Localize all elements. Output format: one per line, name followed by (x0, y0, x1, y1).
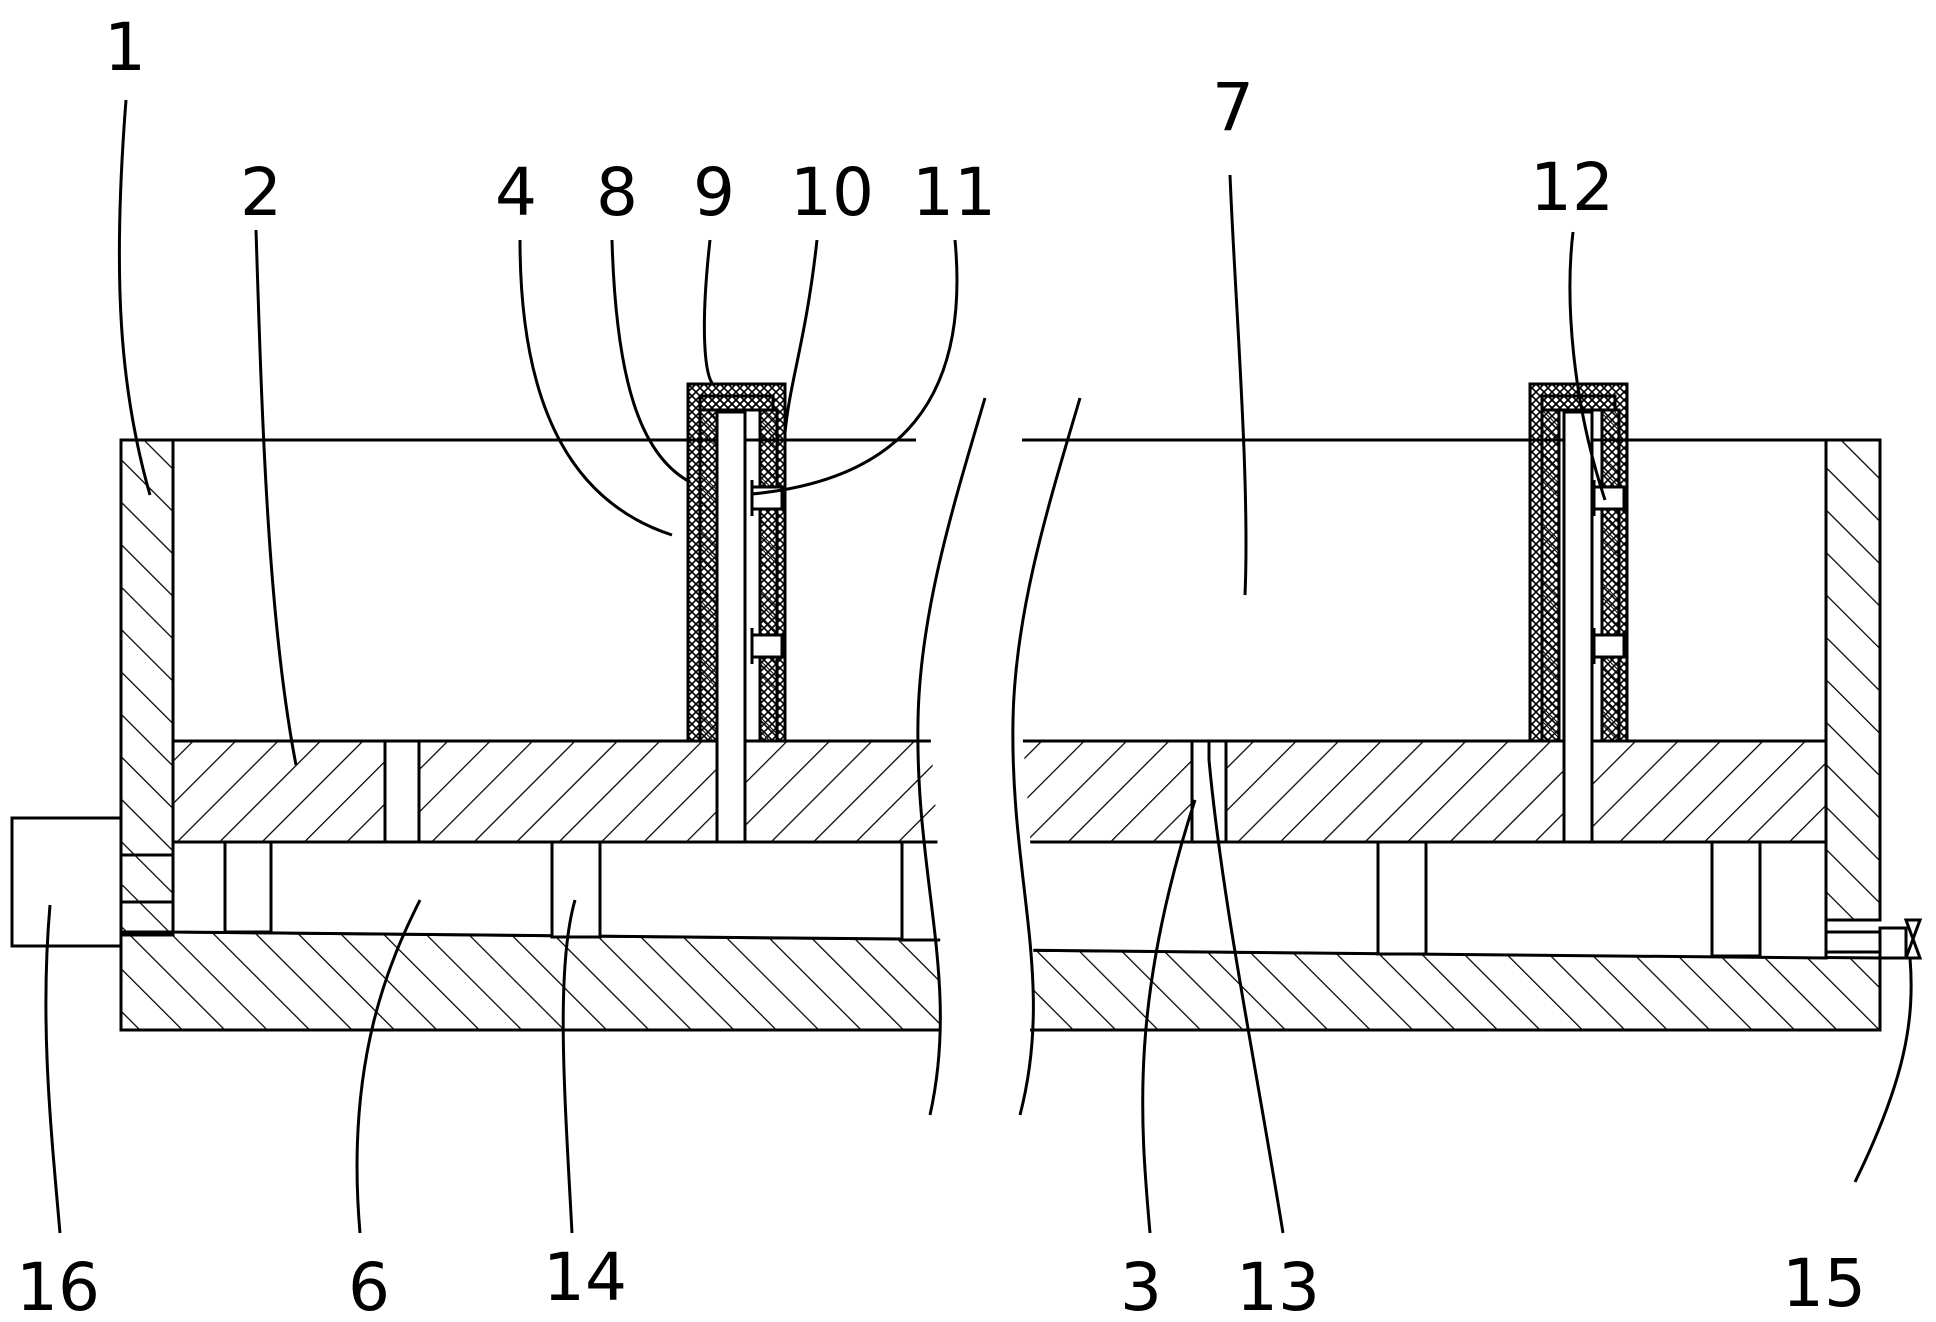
label-10: 10 (790, 154, 874, 231)
label-4: 4 (495, 154, 537, 231)
label-12: 12 (1530, 149, 1614, 226)
label-16: 16 (16, 1249, 100, 1322)
break-line-right (1011, 397, 1082, 1116)
label-1: 1 (104, 9, 146, 86)
leader-lines (44, 99, 1913, 1234)
label-15: 15 (1782, 1245, 1866, 1322)
right-section (1014, 382, 1882, 1032)
valve-icon (1903, 918, 1923, 960)
label-8: 8 (596, 154, 638, 231)
label-14: 14 (543, 1239, 627, 1316)
break-line-left (916, 397, 987, 1116)
label-2: 2 (240, 154, 282, 231)
label-3: 3 (1120, 1249, 1162, 1322)
left-section (119, 382, 985, 1032)
label-6: 6 (348, 1249, 390, 1322)
outlet-valve (1878, 926, 1908, 960)
label-13: 13 (1236, 1249, 1320, 1322)
label-7: 7 (1212, 69, 1254, 146)
callout-labels: 1 2 4 8 9 10 11 7 12 16 6 14 3 13 15 (16, 9, 1866, 1322)
inlet-box (10, 816, 123, 948)
label-9: 9 (693, 154, 735, 231)
label-11: 11 (912, 154, 996, 231)
